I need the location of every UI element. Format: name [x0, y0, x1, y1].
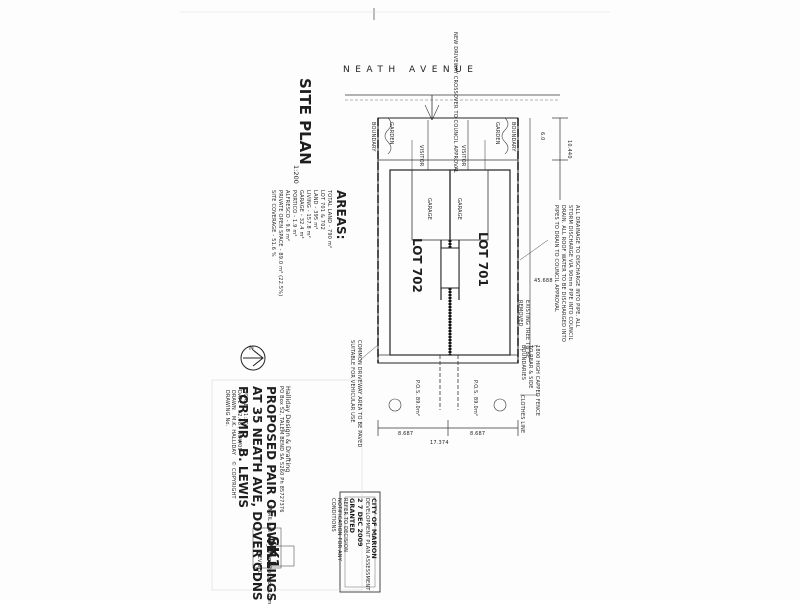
date-value: 02.08 / NOV/09: [236, 409, 242, 451]
area-line: LAND - 395 m²: [312, 190, 318, 230]
pos-right: P.O.S. 89.0m²: [472, 380, 478, 417]
area-line: GARAGE - 32.4 m²: [298, 190, 304, 239]
stamp-date: 2 7 DEC 2009: [356, 498, 364, 547]
visitor-right-label: VISITOR: [460, 145, 466, 167]
area-line: LOT 701 & 702: [319, 190, 325, 230]
note-drainage: ALL DRAINAGE TO DISCHARGE INTO PIPE. ALL…: [553, 205, 580, 342]
revised-label: REVISED: [256, 552, 262, 576]
drawn-value: M.K. HALLIDAY: [230, 415, 236, 455]
dim-front: 10.440: [566, 140, 572, 159]
areas-heading: AREAS:: [334, 190, 348, 240]
note-clothes: CLOTHES LINE: [519, 395, 525, 434]
area-line: PORTICO - 1.9 m²: [291, 190, 297, 237]
scale-value: 1:200: [242, 413, 248, 429]
dim-setback: 6.0: [539, 132, 545, 141]
dim-bottom-left: 8.687: [398, 431, 414, 437]
date-label: DATE: [236, 390, 242, 404]
garden-right-label: GARDEN: [494, 122, 500, 145]
garden-left-label: GARDEN: [388, 122, 394, 145]
boundary-right-label: BOUNDARY: [510, 122, 516, 152]
dim-bottom-total: 17.374: [430, 440, 449, 446]
stamp-line5: REFER TO DECISION NOTIFICATION FOR ANY C…: [330, 498, 348, 561]
drawn-label: DRAWN: [230, 390, 236, 410]
lot-702-label: LOT 702: [410, 238, 424, 293]
firm-name: Halliday Design & Drafting: [284, 386, 292, 473]
sheet-number: SK1: [264, 536, 282, 569]
note-tree: EXISTING TREE TO BE REMOVED: [517, 300, 530, 359]
area-line: PRIVATE OPEN SPACE - 89.0 m² (22.5%): [277, 190, 283, 297]
drawing-no-label: DRAWING No.: [224, 390, 230, 427]
street-name: NEATH AVENUE: [343, 65, 479, 75]
area-line: SITE COVERAGE - 51.6 %: [270, 190, 276, 257]
pos-left: P.O.S. 89.0m²: [414, 380, 420, 417]
copyright: © COPYRIGHT: [230, 461, 236, 499]
firm-contact: PO Box 52, TALEM BEND SA 5260 Ph 8572737…: [278, 386, 284, 513]
council-stamp: CITY OF MARION DEVELOPMENT PLAN ASSESSME…: [330, 498, 378, 591]
site-plan-title: SITE PLAN: [296, 78, 314, 165]
lot-701-label: LOT 701: [476, 232, 490, 287]
boundary-left-label: BOUNDARY: [370, 122, 376, 152]
area-line: TOTAL LAND - 790 m²: [326, 190, 332, 249]
dim-side: 45.688: [534, 278, 553, 284]
visitor-left-label: VISITOR: [418, 145, 424, 167]
site-plan-scale: 1:200: [292, 165, 300, 184]
note-rear: COMMON DRIVEWAY AREA TO BE PAVED SUITABL…: [349, 340, 362, 448]
north-arrow-label: N: [249, 344, 254, 352]
garage-left-label: GARAGE: [426, 198, 432, 221]
garage-right-label: GARAGE: [456, 198, 462, 221]
stamp-status: GRANTED: [348, 498, 356, 534]
title-meta: SCALE 1:200 DATE 02.08 / NOV/09 DRAWN M.…: [224, 390, 248, 499]
scale-label: SCALE: [242, 390, 248, 408]
area-line: LIVING - 157.8 m²: [305, 190, 311, 238]
stamp-council: CITY OF MARION: [370, 498, 378, 559]
stamp-line2: DEVELOPMENT PLAN ASSESSMENT: [364, 498, 370, 591]
crossover-note: NEW DRIVEWAY CROSSOVER TO COUNCIL APPROV…: [452, 32, 458, 174]
area-line: ALFRESCO - 9.8 m²: [284, 190, 290, 242]
dim-bottom-right: 8.687: [470, 431, 486, 437]
